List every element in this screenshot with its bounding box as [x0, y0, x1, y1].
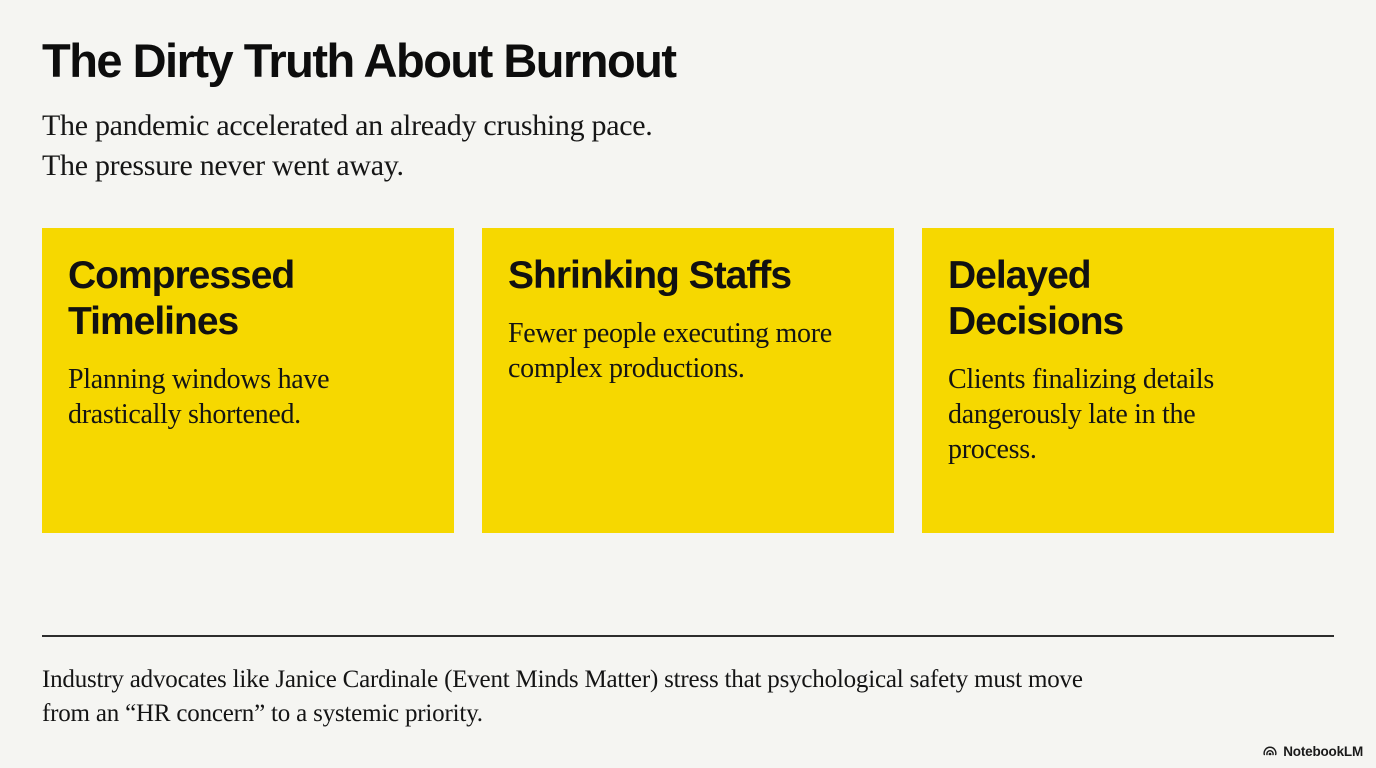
card-title: Shrinking Staffs: [508, 254, 792, 297]
page-title: The Dirty Truth About Burnout: [42, 34, 677, 87]
card-compressed-timelines: Compressed Timelines Planning windows ha…: [42, 228, 454, 533]
branding-watermark: NotebookLM: [1262, 743, 1363, 759]
subtitle-line-2: The pressure never went away.: [42, 149, 404, 182]
divider-line: [42, 635, 1334, 637]
card-delayed-decisions: Delayed Decisions Clients finalizing det…: [922, 228, 1334, 533]
subtitle-line-1: The pandemic accelerated an already crus…: [42, 109, 653, 142]
subtitle: The pandemic accelerated an already crus…: [42, 106, 1334, 186]
card-body: Planning windows have drastically shorte…: [68, 364, 330, 430]
card-body: Fewer people executing more complex prod…: [508, 318, 832, 384]
footer-line-1: Industry advocates like Janice Cardinale…: [42, 666, 1083, 693]
card-shrinking-staffs: Shrinking Staffs Fewer people executing …: [482, 228, 894, 533]
footer-line-2: from an “HR concern” to a systemic prior…: [42, 700, 483, 727]
card-row: Compressed Timelines Planning windows ha…: [42, 228, 1334, 533]
card-body: Clients finalizing details dangerously l…: [948, 364, 1214, 465]
card-title: Compressed Timelines: [68, 254, 295, 343]
footer-note: Industry advocates like Janice Cardinale…: [42, 663, 1334, 731]
notebooklm-logo-icon: [1262, 743, 1278, 759]
card-title: Delayed Decisions: [948, 254, 1124, 343]
branding-label: NotebookLM: [1283, 743, 1363, 759]
